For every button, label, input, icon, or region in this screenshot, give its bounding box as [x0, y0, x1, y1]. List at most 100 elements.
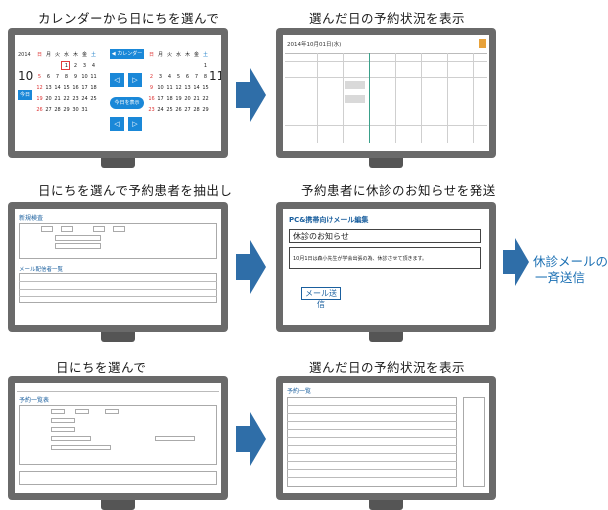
date-field[interactable] — [41, 226, 53, 232]
calendar-icon[interactable] — [479, 39, 486, 48]
calendar-day[interactable]: 9 — [73, 74, 78, 80]
calendar-day[interactable]: 15 — [202, 85, 209, 91]
calendar-day[interactable]: 22 — [202, 96, 209, 102]
calendar-day[interactable]: 5 — [176, 74, 181, 80]
calendar-day[interactable]: 13 — [45, 85, 52, 91]
show-today-button[interactable]: 今日を表示 — [110, 97, 144, 109]
date-field[interactable] — [113, 226, 125, 232]
calendar-day[interactable]: 8 — [64, 74, 69, 80]
prev-left-button[interactable]: ◁ — [110, 73, 124, 87]
table-row[interactable] — [287, 445, 457, 446]
calendar-day[interactable]: 28 — [193, 107, 200, 113]
table-row[interactable] — [287, 469, 457, 470]
calendar-day[interactable]: 11 — [90, 74, 97, 80]
next-button-2[interactable]: ▷ — [128, 117, 142, 131]
date-field[interactable] — [61, 226, 73, 232]
date-field[interactable] — [51, 409, 65, 414]
calendar-day[interactable]: 10 — [81, 74, 88, 80]
calendar-day[interactable]: 6 — [46, 74, 51, 80]
calendar-day[interactable]: 26 — [175, 107, 182, 113]
calendar-day[interactable]: 10 — [157, 85, 164, 91]
calendar-day[interactable]: 27 — [45, 107, 52, 113]
calendar-day[interactable]: 24 — [157, 107, 164, 113]
text-field[interactable] — [155, 436, 195, 441]
calendar-day[interactable]: 9 — [149, 85, 154, 91]
calendar-day[interactable]: 12 — [36, 85, 43, 91]
calendar-day[interactable]: 21 — [193, 96, 200, 102]
calendar-day[interactable]: 8 — [203, 74, 208, 80]
table-row[interactable] — [287, 477, 457, 478]
calendar-day[interactable]: 5 — [37, 74, 42, 80]
result-table — [287, 397, 457, 487]
text-field[interactable] — [51, 436, 91, 441]
calendar-day[interactable]: 23 — [148, 107, 155, 113]
date-field[interactable] — [93, 226, 105, 232]
calendar-button[interactable]: ◀ カレンダー — [110, 49, 144, 59]
calendar-day[interactable]: 15 — [63, 85, 70, 91]
table-row[interactable] — [287, 437, 457, 438]
calendar-day[interactable]: 17 — [81, 85, 88, 91]
table-row[interactable] — [287, 429, 457, 430]
appointment-block[interactable] — [345, 95, 365, 103]
table-row[interactable] — [287, 461, 457, 462]
calendar-day[interactable]: 7 — [194, 74, 199, 80]
calendar-day[interactable]: 1 — [64, 63, 69, 69]
calendar-day[interactable]: 31 — [81, 107, 88, 113]
select-field[interactable] — [51, 418, 75, 423]
calendar-day[interactable]: 2 — [73, 63, 78, 69]
calendar-day[interactable]: 14 — [193, 85, 200, 91]
select-field[interactable] — [51, 427, 75, 432]
today-button[interactable]: 今日 — [18, 90, 32, 100]
calendar-day[interactable]: 16 — [72, 85, 79, 91]
calendar-day[interactable]: 3 — [82, 63, 87, 69]
calendar-day[interactable]: 1 — [203, 63, 208, 69]
calendar-day[interactable]: 13 — [184, 85, 191, 91]
calendar-day[interactable]: 18 — [90, 85, 97, 91]
calendar-day[interactable]: 21 — [54, 96, 61, 102]
calendar-day[interactable]: 4 — [91, 63, 96, 69]
calendar-day[interactable]: 19 — [36, 96, 43, 102]
calendar-day[interactable]: 23 — [72, 96, 79, 102]
calendar-day[interactable]: 18 — [166, 96, 173, 102]
calendar-day[interactable]: 6 — [185, 74, 190, 80]
table-row[interactable] — [287, 405, 457, 406]
calendar-day[interactable]: 24 — [81, 96, 88, 102]
calendar-day[interactable]: 7 — [55, 74, 60, 80]
next-left-button[interactable]: ▷ — [128, 73, 142, 87]
date-field[interactable] — [75, 409, 89, 414]
send-mail-button[interactable]: メール送信 — [301, 287, 341, 309]
table-row[interactable] — [287, 421, 457, 422]
select-field[interactable] — [51, 445, 111, 450]
calendar-day[interactable]: 27 — [184, 107, 191, 113]
select-field[interactable] — [55, 235, 101, 241]
appointment-block[interactable] — [345, 81, 365, 89]
mail-subject-field[interactable]: 休診のお知らせ — [289, 229, 481, 243]
calendar-day[interactable]: 3 — [158, 74, 163, 80]
list-title: 予約一覧表 — [19, 397, 50, 404]
calendar-day[interactable]: 14 — [54, 85, 61, 91]
calendar-day[interactable]: 25 — [166, 107, 173, 113]
calendar-day — [192, 63, 201, 69]
calendar-day[interactable]: 20 — [184, 96, 191, 102]
table-row[interactable] — [287, 453, 457, 454]
calendar-day[interactable]: 17 — [157, 96, 164, 102]
calendar-day[interactable]: 11 — [166, 85, 173, 91]
calendar-day[interactable]: 12 — [175, 85, 182, 91]
calendar-day[interactable]: 30 — [72, 107, 79, 113]
calendar-day[interactable]: 29 — [63, 107, 70, 113]
calendar-day[interactable]: 19 — [175, 96, 182, 102]
calendar-day[interactable]: 28 — [54, 107, 61, 113]
date-field[interactable] — [105, 409, 119, 414]
prev-button-2[interactable]: ◁ — [110, 117, 124, 131]
calendar-day[interactable]: 4 — [167, 74, 172, 80]
calendar-day[interactable]: 22 — [63, 96, 70, 102]
calendar-day[interactable]: 29 — [202, 107, 209, 113]
calendar-day[interactable]: 26 — [36, 107, 43, 113]
calendar-day[interactable]: 25 — [90, 96, 97, 102]
mail-body-field[interactable]: 10月1日は森小先生が学会出張の為、休診させて頂きます。 — [289, 247, 481, 269]
select-field[interactable] — [55, 243, 101, 249]
table-row[interactable] — [287, 413, 457, 414]
calendar-day[interactable]: 2 — [149, 74, 154, 80]
calendar-day[interactable]: 16 — [148, 96, 155, 102]
calendar-day[interactable]: 20 — [45, 96, 52, 102]
